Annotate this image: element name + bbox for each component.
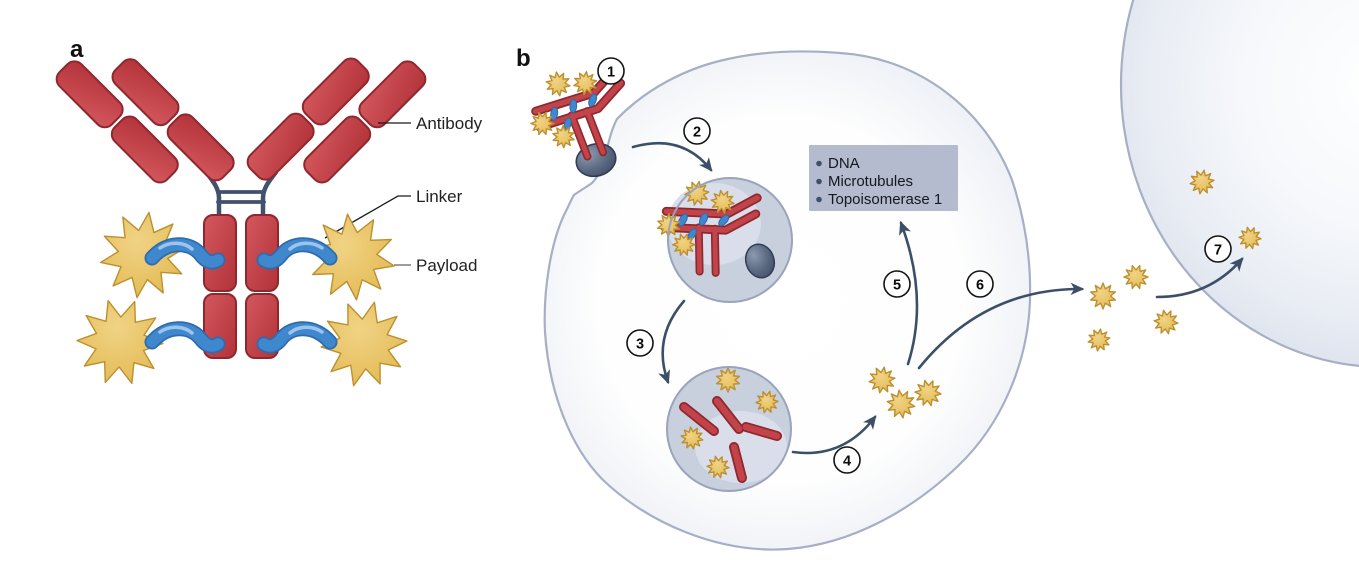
heavy-chain-segment xyxy=(246,112,315,181)
step-6-arrow xyxy=(917,282,1085,370)
payload-star-icon xyxy=(1152,308,1179,336)
payload-star-icon xyxy=(1091,283,1116,309)
fab-arm-right xyxy=(246,57,427,184)
panel-b: DNA Microtubules Topoisomerase 1 1 2 3 4 xyxy=(516,0,1359,551)
internalized-receptor-icon xyxy=(744,243,776,279)
bullet-icon xyxy=(816,160,822,167)
bullet-icon xyxy=(816,196,822,203)
bullet-icon xyxy=(816,178,822,185)
target-item-topoisomerase: Topoisomerase 1 xyxy=(828,191,942,208)
payload-target-box: DNA Microtubules Topoisomerase 1 xyxy=(809,145,958,211)
lysosome-vesicle xyxy=(666,367,792,492)
neighbouring-cell xyxy=(1119,0,1359,367)
step-badge-1: 1 xyxy=(597,57,625,85)
antibody-diagram xyxy=(53,57,430,397)
step-4-arrow xyxy=(791,415,877,455)
svg-text:3: 3 xyxy=(636,337,644,353)
step-5-arrow xyxy=(899,220,919,366)
panel-label-b: b xyxy=(516,45,531,72)
callout-label-payload: Payload xyxy=(416,256,477,275)
heavy-chain-segment xyxy=(166,113,235,182)
svg-text:7: 7 xyxy=(1214,243,1222,259)
callout-label-linker: Linker xyxy=(416,187,463,206)
payload-star-icon xyxy=(97,207,190,304)
step-3-arrow xyxy=(658,299,686,385)
step-badge-7: 7 xyxy=(1204,235,1232,263)
svg-text:5: 5 xyxy=(893,278,901,294)
svg-text:4: 4 xyxy=(843,454,851,470)
light-chain-segment xyxy=(303,115,372,184)
bystander-payload-cluster xyxy=(1087,262,1180,352)
svg-text:6: 6 xyxy=(976,278,984,294)
step-badges: 1 2 3 4 5 6 7 xyxy=(597,57,1232,474)
heavy-chain-segment xyxy=(111,58,180,127)
light-chain-segment xyxy=(110,115,179,184)
step-2-arrow xyxy=(631,141,713,172)
light-chain-segment xyxy=(358,60,427,129)
step-badge-5: 5 xyxy=(883,270,911,298)
svg-text:1: 1 xyxy=(607,65,615,81)
fc-region xyxy=(203,214,279,359)
target-item-dna: DNA xyxy=(828,155,860,172)
endosome-vesicle xyxy=(648,174,793,303)
panel-a: Antibody Linker Payload a xyxy=(53,36,483,397)
step-badge-3: 3 xyxy=(626,329,654,357)
tumour-cell xyxy=(543,50,1032,551)
fab-arm-left xyxy=(55,58,235,184)
payload-star-icon xyxy=(1121,262,1150,292)
step-7-arrow xyxy=(1155,257,1244,299)
panel-label-a: a xyxy=(70,36,84,63)
antibody-fragment-rods xyxy=(679,396,782,483)
step-badge-6: 6 xyxy=(966,270,994,298)
svg-text:2: 2 xyxy=(693,125,701,141)
target-item-microtubules: Microtubules xyxy=(828,173,913,190)
payload-star-icon xyxy=(1087,328,1111,353)
step-badge-2: 2 xyxy=(683,117,711,145)
callout-label-antibody: Antibody xyxy=(416,114,483,133)
light-chain-segment xyxy=(55,60,124,129)
heavy-chain-segment xyxy=(301,57,370,126)
step-badge-4: 4 xyxy=(833,446,861,474)
